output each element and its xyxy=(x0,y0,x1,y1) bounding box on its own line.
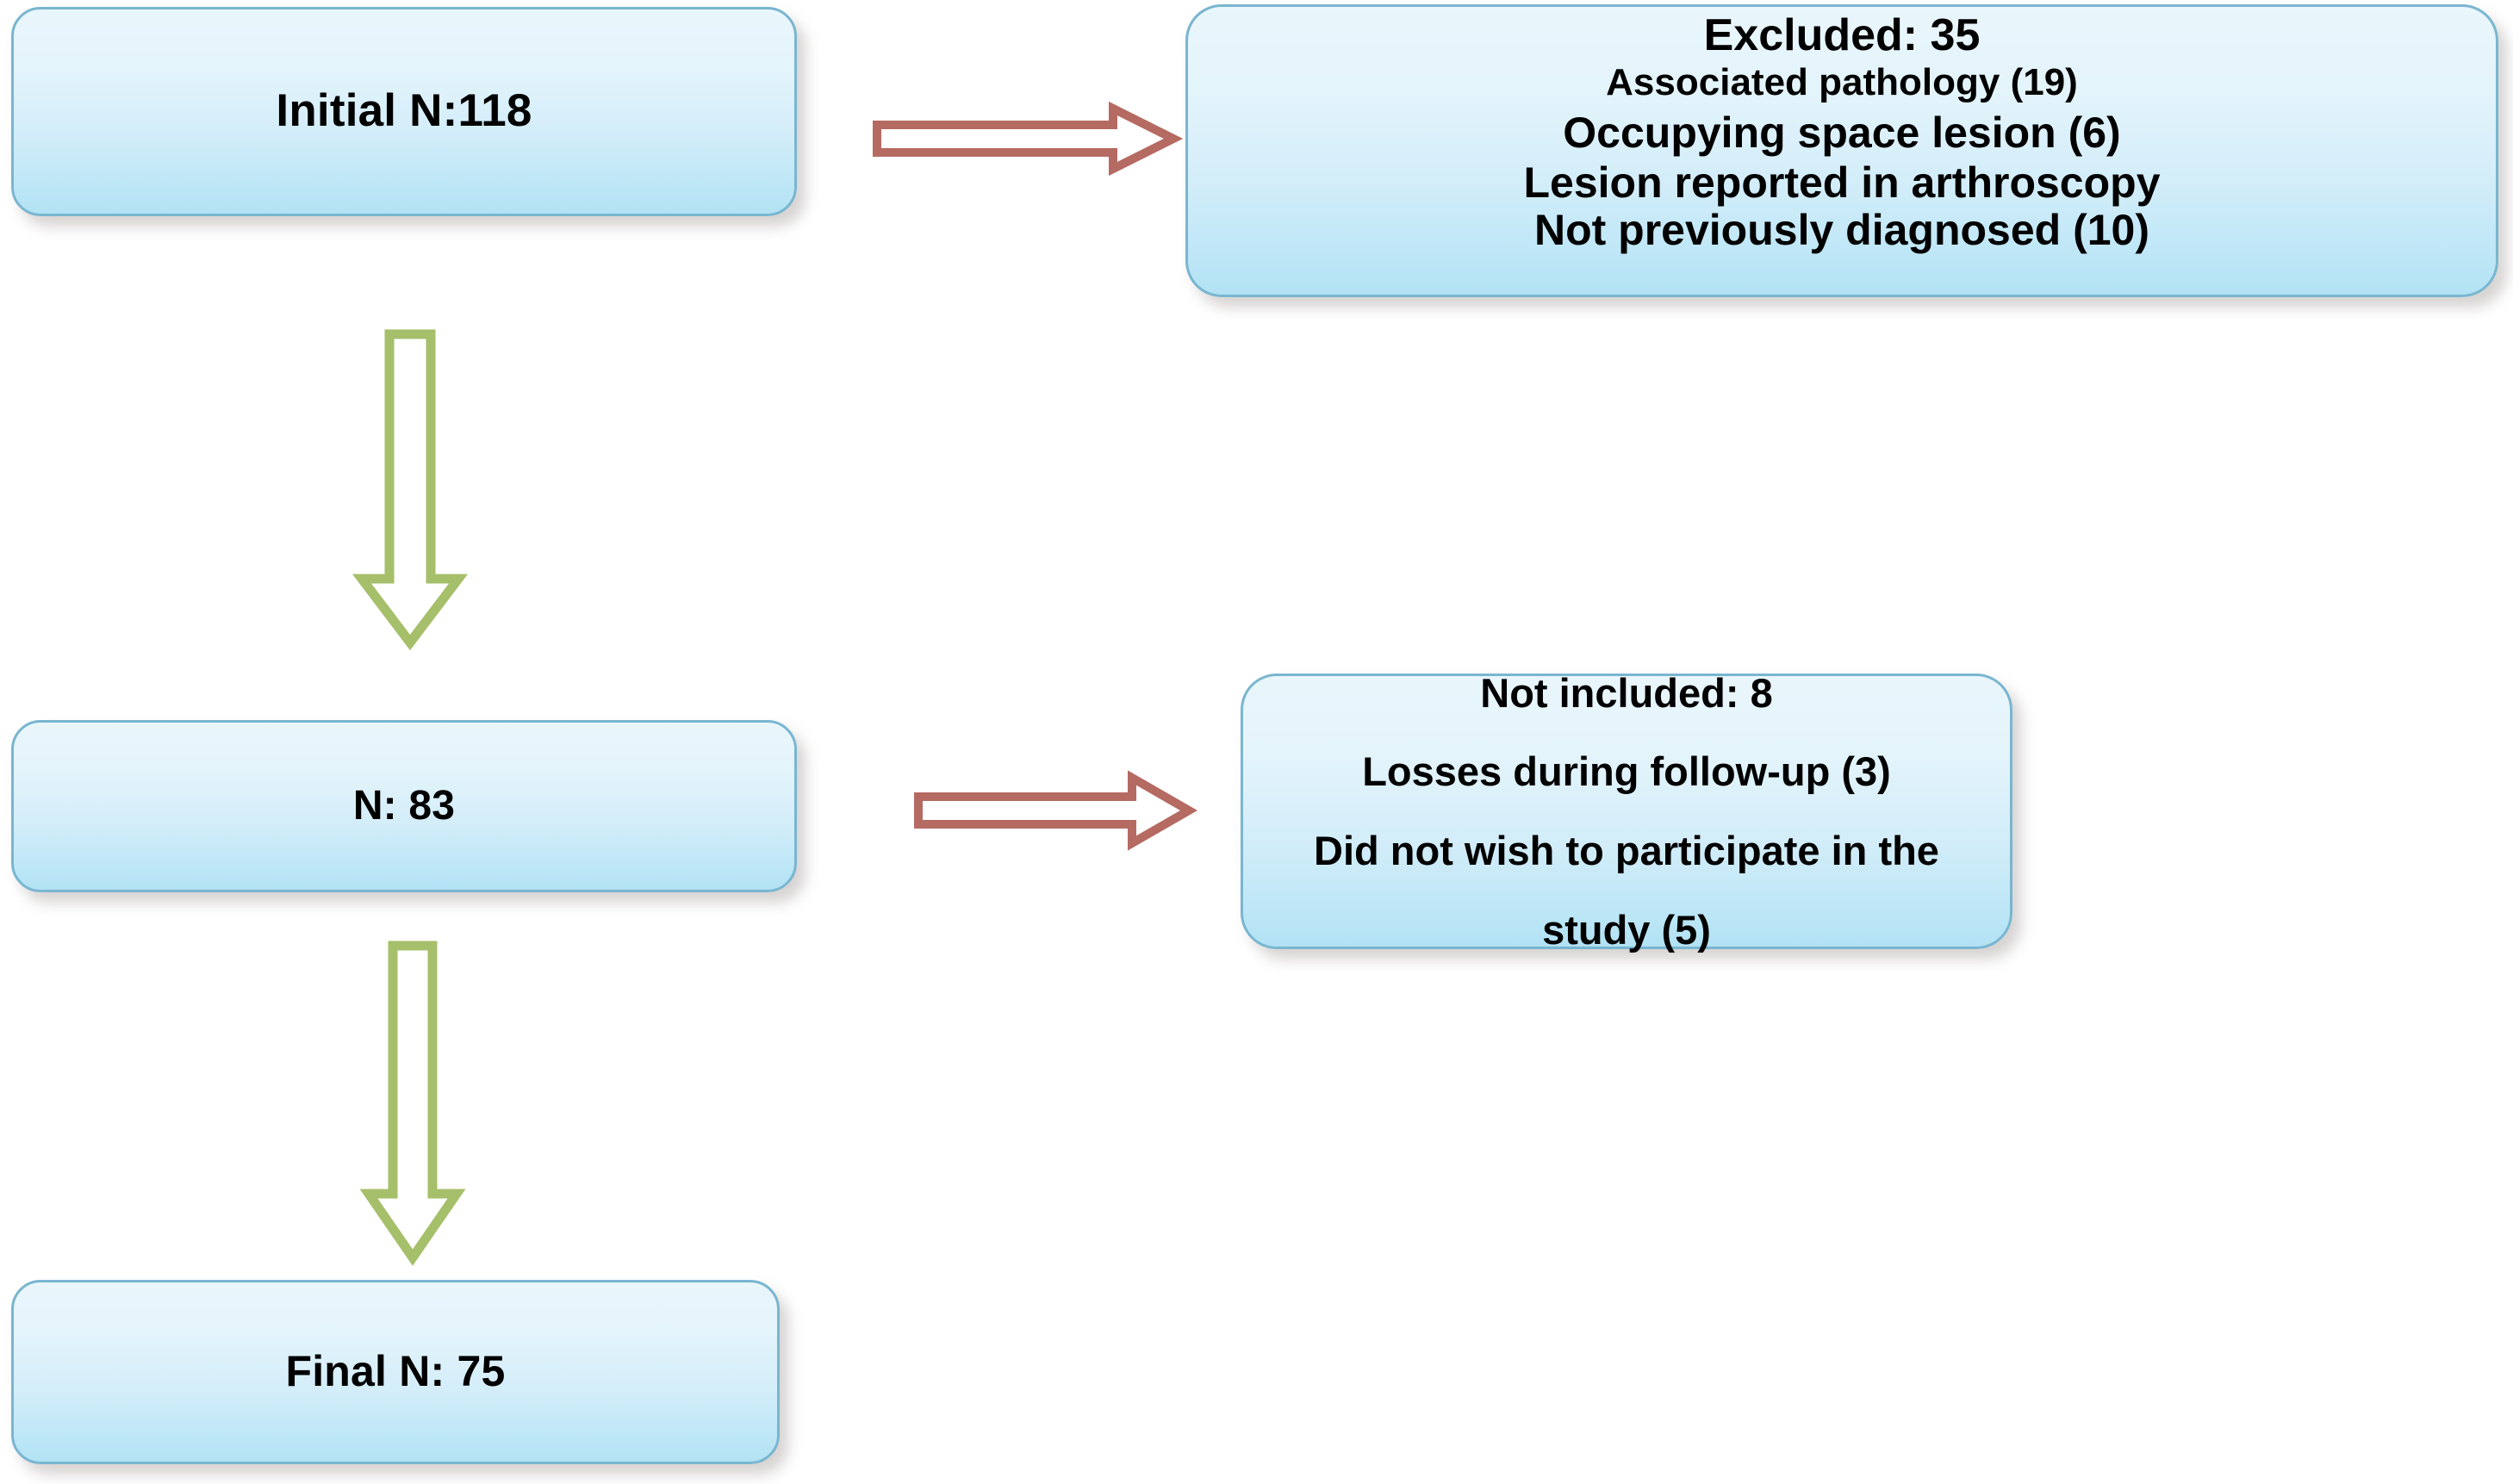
node-initial-cohort-label: Initial N:118 xyxy=(276,85,532,137)
node-final-cohort[interactable]: Final N: 75 xyxy=(11,1280,780,1464)
node-enrolled-cohort-label: N: 83 xyxy=(352,783,456,829)
arrow-down-enrolled-to-final xyxy=(359,941,466,1266)
node-excluded[interactable]: Excluded: 35 Associated pathology (19) O… xyxy=(1185,4,2498,297)
node-excluded-text: Excluded: 35 Associated pathology (19) O… xyxy=(1188,12,2496,254)
node-initial-cohort[interactable]: Initial N:118 xyxy=(11,7,797,216)
excluded-line-1: Associated pathology (19) xyxy=(1606,60,2078,103)
excluded-line-3: Lesion reported in arthroscopy xyxy=(1523,158,2161,208)
node-not-included[interactable]: Not included: 8 Losses during follow-up … xyxy=(1241,670,2012,953)
not-included-line-3: study (5) xyxy=(1542,906,1711,953)
excluded-line-2: Occupying space lesion (6) xyxy=(1563,109,2121,158)
not-included-line-0: Not included: 8 xyxy=(1480,669,1773,716)
node-final-cohort-label: Final N: 75 xyxy=(285,1347,506,1396)
excluded-line-0: Excluded: 35 xyxy=(1703,10,1981,60)
node-enrolled-cohort[interactable]: N: 83 xyxy=(11,720,797,892)
not-included-line-1: Losses during follow-up (3) xyxy=(1362,748,1891,795)
excluded-line-4: Not previously diagnosed (10) xyxy=(1533,206,2149,255)
arrow-down-initial-to-enrolled xyxy=(351,329,469,651)
node-not-included-text: Not included: 8 Losses during follow-up … xyxy=(1243,654,2010,970)
arrow-right-to-excluded xyxy=(873,101,1184,177)
not-included-line-2: Did not wish to participate in the xyxy=(1314,828,1939,873)
arrow-right-to-not-included xyxy=(914,770,1198,851)
